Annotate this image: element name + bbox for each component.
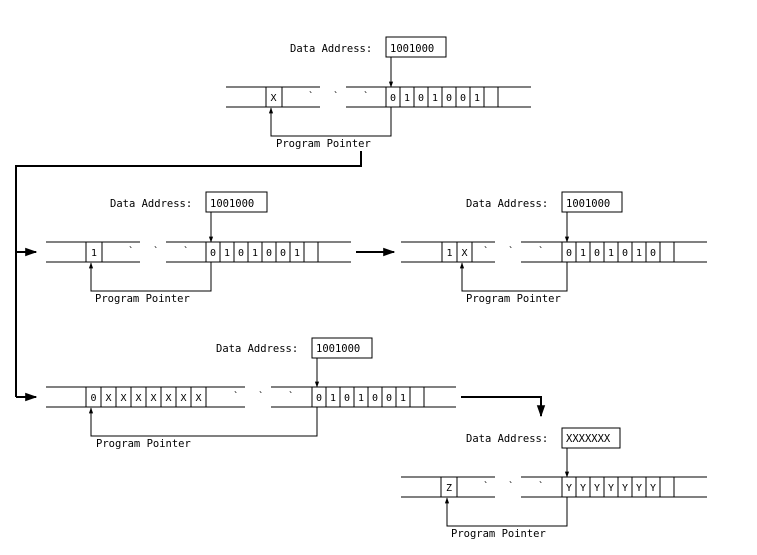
tape-cell: 0 xyxy=(316,393,322,404)
tape-cell: 1 xyxy=(252,248,258,259)
gap-mark: ` xyxy=(483,245,489,257)
tape-cell: X xyxy=(151,393,157,404)
data-address-value: 1001000 xyxy=(210,198,254,210)
gap-mark: ` xyxy=(128,245,134,257)
tape-cell: 1 xyxy=(432,93,438,104)
program-pointer-label: Program Pointer xyxy=(96,438,191,450)
tape-cell: 0 xyxy=(460,93,466,104)
tape-cell: Y xyxy=(650,483,656,494)
data-address-value: 1001000 xyxy=(390,43,434,55)
gap-mark: ` xyxy=(333,90,339,102)
tape-cell: X xyxy=(136,393,142,404)
program-pointer-label: Program Pointer xyxy=(466,293,561,305)
tape-state-4: Data Address: 1001000 0 X X X X X X X ` … xyxy=(46,337,456,450)
tape-state-2: Data Address: 1001000 1 ` ` ` 0 1 0 1 0 … xyxy=(46,191,351,305)
program-pointer-label: Program Pointer xyxy=(276,138,371,150)
tape-cell: 0 xyxy=(386,393,392,404)
tape-cell: 0 xyxy=(280,248,286,259)
data-address-label: Data Address: xyxy=(466,433,548,445)
tape-cell: 0 xyxy=(446,93,452,104)
tape-cell: X xyxy=(166,393,172,404)
transition-line xyxy=(15,151,362,397)
tape-cell: 1 xyxy=(447,248,453,259)
tape-cell: 1 xyxy=(608,248,614,259)
tape-cell: Y xyxy=(566,483,572,494)
data-address-box xyxy=(205,191,268,213)
tape-cell: X xyxy=(462,248,468,259)
tape-cell: 0 xyxy=(266,248,272,259)
tape-cell: 1 xyxy=(474,93,480,104)
tape-cell: 1 xyxy=(580,248,586,259)
program-pointer-arrow xyxy=(268,107,392,137)
program-pointer-arrow xyxy=(459,262,568,292)
tape-cell: Y xyxy=(622,483,628,494)
tape-state-3: Data Address: 1001000 1 X ` ` ` 0 1 0 1 … xyxy=(401,191,707,305)
tape-cell: X xyxy=(106,393,112,404)
tape-cell: X xyxy=(121,393,127,404)
tape-cell: Y xyxy=(636,483,642,494)
gap-mark: ` xyxy=(508,245,514,257)
tape-cell: 0 xyxy=(418,93,424,104)
tape-cell: 1 xyxy=(294,248,300,259)
gap-mark: ` xyxy=(308,90,314,102)
tape-cell: X xyxy=(196,393,202,404)
data-address-box xyxy=(561,191,623,213)
data-address-value: 1001000 xyxy=(316,343,360,355)
tape-state-1: Data Address: 1001000 X ` ` ` 0 1 0 1 0 … xyxy=(226,36,531,150)
tape-cell: 1 xyxy=(404,93,410,104)
program-pointer-arrow xyxy=(444,497,568,527)
gap-mark: ` xyxy=(538,480,544,492)
tape-cell: 0 xyxy=(390,93,396,104)
tape-cell: Z xyxy=(446,483,452,494)
tape-cell: 0 xyxy=(91,393,97,404)
transition-arrow xyxy=(461,396,546,418)
tape-cell: 1 xyxy=(91,248,97,259)
gap-mark: ` xyxy=(538,245,544,257)
data-address-box xyxy=(561,427,621,449)
program-pointer-arrow xyxy=(88,407,318,437)
gap-mark: ` xyxy=(183,245,189,257)
gap-mark: ` xyxy=(258,390,264,402)
gap-mark: ` xyxy=(508,480,514,492)
data-address-label: Data Address: xyxy=(216,343,298,355)
tape-cell: X xyxy=(181,393,187,404)
program-pointer-label: Program Pointer xyxy=(95,293,190,305)
program-pointer-label: Program Pointer xyxy=(451,528,546,540)
tape-cell: 0 xyxy=(566,248,572,259)
data-address-label: Data Address: xyxy=(290,43,372,55)
tape-state-5: Data Address: XXXXXXX Z ` ` ` Y Y Y Y Y … xyxy=(401,427,707,540)
tape-cell: Y xyxy=(580,483,586,494)
gap-mark: ` xyxy=(363,90,369,102)
tape-cell: 1 xyxy=(330,393,336,404)
tape-cell: 0 xyxy=(650,248,656,259)
gap-mark: ` xyxy=(153,245,159,257)
tape-cell: X xyxy=(271,93,277,104)
tape-cell: Y xyxy=(608,483,614,494)
tape-cell: 0 xyxy=(238,248,244,259)
tape-cell: 0 xyxy=(594,248,600,259)
data-address-box xyxy=(385,36,447,58)
tape-cell: 1 xyxy=(358,393,364,404)
data-address-value: XXXXXXX xyxy=(566,433,611,445)
program-pointer-arrow xyxy=(88,262,212,292)
tape-cell: 1 xyxy=(224,248,230,259)
gap-mark: ` xyxy=(233,390,239,402)
tape-cell: 1 xyxy=(636,248,642,259)
tape-cell: Y xyxy=(594,483,600,494)
gap-mark: ` xyxy=(483,480,489,492)
tape-cell: 0 xyxy=(622,248,628,259)
data-address-value: 1001000 xyxy=(566,198,610,210)
data-address-label: Data Address: xyxy=(110,198,192,210)
data-address-box xyxy=(311,337,373,359)
tape-cell: 1 xyxy=(400,393,406,404)
tape-cell: 0 xyxy=(372,393,378,404)
gap-mark: ` xyxy=(288,390,294,402)
tape-cell: 0 xyxy=(210,248,216,259)
data-address-label: Data Address: xyxy=(466,198,548,210)
tape-cell: 0 xyxy=(344,393,350,404)
